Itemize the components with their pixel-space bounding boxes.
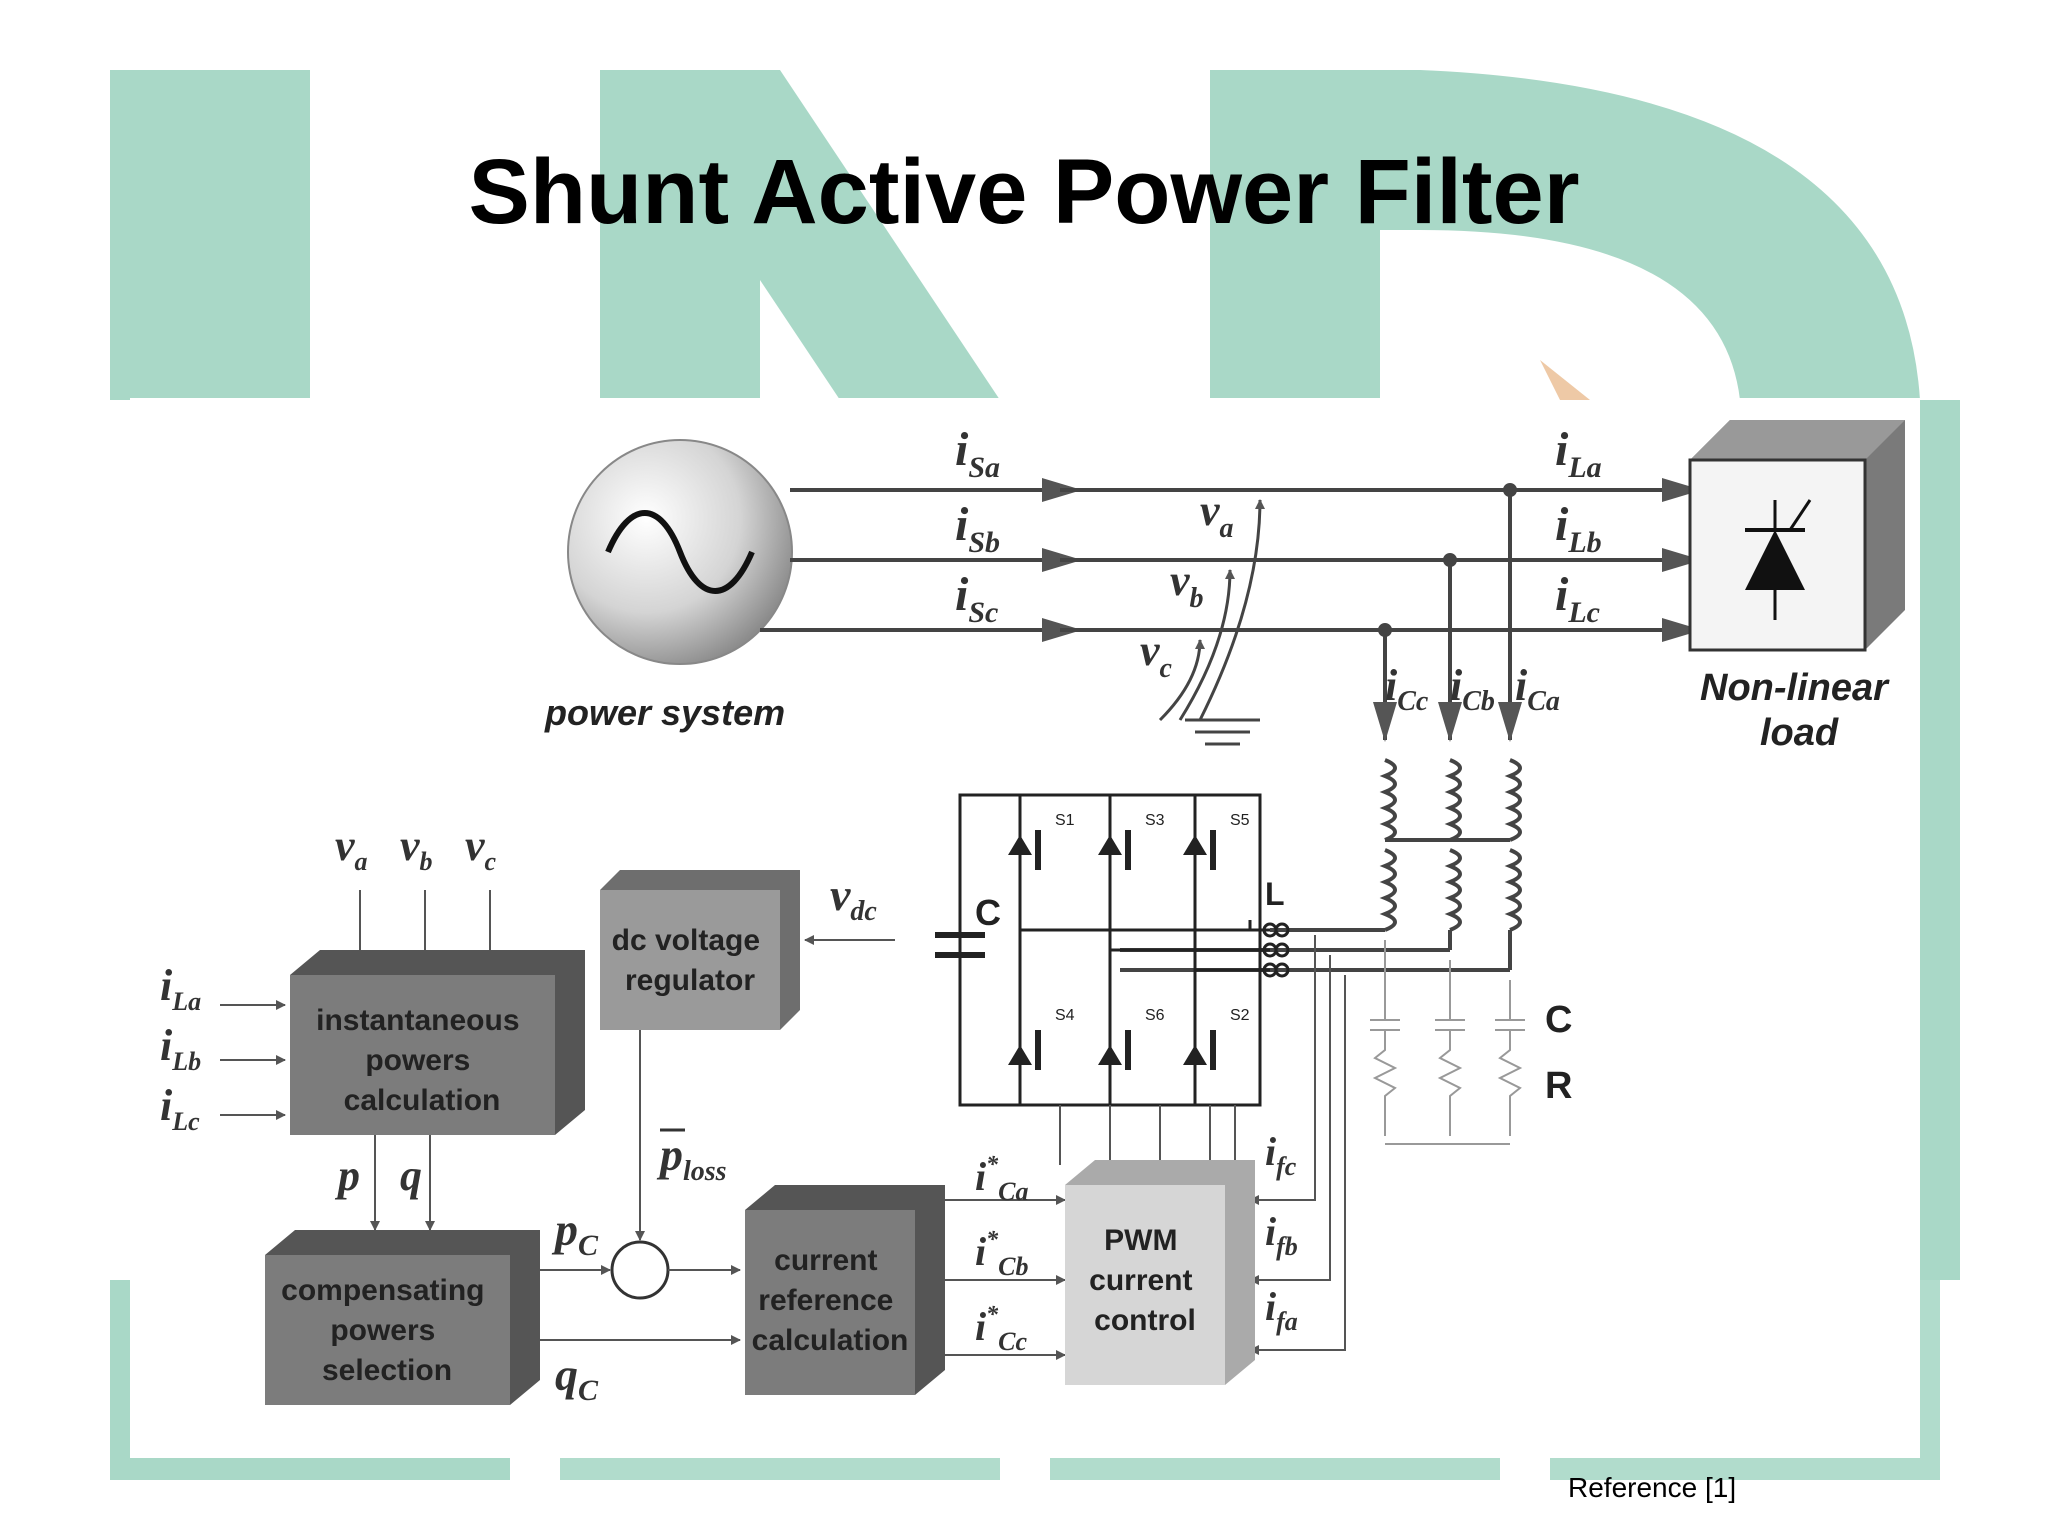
load-label-line2: load [1760, 712, 1839, 754]
phase-voltage-arcs [1158, 499, 1265, 746]
current-ref-label: current reference calculation [752, 1244, 909, 1357]
current-ref-block [745, 1185, 945, 1395]
svg-text:va: va [1200, 486, 1234, 544]
svg-text:iSc: iSc [955, 568, 998, 629]
switch-devices [1008, 830, 1216, 1070]
power-system-source [567, 439, 793, 665]
inst-voltage-inputs: va vb vc [335, 821, 497, 971]
passive-c-label: C [1545, 999, 1572, 1041]
vdc-label: vdc [830, 869, 877, 927]
inductor-label: L [1265, 876, 1285, 912]
dc-capacitor [935, 932, 985, 958]
svg-text:iLc: iLc [160, 1081, 200, 1136]
svg-text:ifc: ifc [1265, 1129, 1297, 1181]
dc-capacitor-label: C [975, 892, 1001, 933]
summing-junction [610, 1240, 670, 1300]
q-label: q [400, 1151, 422, 1200]
inst-current-inputs: iLa iLb iLc [160, 961, 286, 1136]
svg-text:S4: S4 [1055, 1007, 1075, 1024]
svg-text:iSa: iSa [955, 423, 1000, 484]
switch-labels: S1 S3 S5 S4 S6 S2 [1055, 812, 1250, 1024]
passive-rc-branches [1370, 940, 1525, 1145]
dc-regulator-block [600, 870, 800, 1030]
svg-text:vc: vc [465, 821, 497, 876]
svg-text:ifa: ifa [1265, 1284, 1298, 1336]
svg-text:vc: vc [1140, 626, 1173, 684]
svg-text:S5: S5 [1230, 812, 1250, 829]
diode-icon [1745, 530, 1805, 590]
comp-powers-label: compensating powers selection [281, 1274, 493, 1387]
svg-text:iLb: iLb [1555, 498, 1602, 559]
svg-text:S2: S2 [1230, 1007, 1250, 1024]
inst-powers-label: instantaneous powers calculation [316, 1004, 528, 1117]
svg-text:iSb: iSb [955, 498, 1000, 559]
pwm-block [1065, 1160, 1255, 1385]
svg-text:va: va [335, 821, 368, 876]
p-label: p [334, 1151, 360, 1200]
nonlinear-load-block [1688, 420, 1905, 652]
load-label-line1: Non-linear [1700, 667, 1890, 709]
svg-text:S3: S3 [1145, 812, 1165, 829]
comp-powers-block [265, 1230, 540, 1405]
svg-text:iCb: iCb [1450, 661, 1495, 717]
svg-text:iCa: iCa [1515, 661, 1560, 717]
dc-regulator-label: dc voltage regulator [612, 924, 769, 997]
passive-r-label: R [1545, 1065, 1572, 1107]
svg-text:iLb: iLb [160, 1021, 201, 1076]
power-system-label: power system [544, 692, 785, 733]
slide-title: Shunt Active Power Filter [468, 141, 1580, 243]
reference-current-labels: i*Ca i*Cb i*Cc [975, 1152, 1028, 1356]
svg-text:i*Cb: i*Cb [975, 1227, 1028, 1281]
phase-voltage-labels: va vb vc [1140, 486, 1234, 684]
svg-text:iLa: iLa [160, 961, 201, 1016]
svg-text:iCc: iCc [1385, 661, 1429, 717]
load-current-labels: iLa iLb iLc [1555, 423, 1602, 629]
svg-text:S1: S1 [1055, 812, 1075, 829]
source-current-labels: iSa iSb iSc [955, 423, 1000, 629]
pwm-label: PWM current control [1089, 1224, 1201, 1337]
reference-note: Reference [1] [1568, 1472, 1737, 1503]
svg-text:S6: S6 [1145, 1007, 1165, 1024]
svg-text:ifb: ifb [1265, 1209, 1298, 1261]
qc-label: qC [555, 1349, 599, 1407]
output-inductors [1262, 922, 1290, 978]
pq-arrows [370, 1135, 435, 1231]
filter-current-labels: iCc iCb iCa [1385, 661, 1560, 717]
pc-label: pC [551, 1204, 599, 1262]
svg-text:i*Cc: i*Cc [975, 1302, 1027, 1356]
svg-text:vb: vb [400, 821, 433, 876]
svg-text:iLc: iLc [1555, 568, 1600, 629]
ploss-label: ploss [656, 1129, 727, 1187]
svg-text:vb: vb [1170, 556, 1204, 614]
inst-powers-block [290, 950, 585, 1135]
feedback-current-labels: ifc ifb ifa [1265, 1129, 1298, 1336]
signal-arrows [540, 935, 1346, 1360]
svg-text:iLa: iLa [1555, 423, 1602, 484]
svg-text:i*Ca: i*Ca [975, 1152, 1028, 1206]
